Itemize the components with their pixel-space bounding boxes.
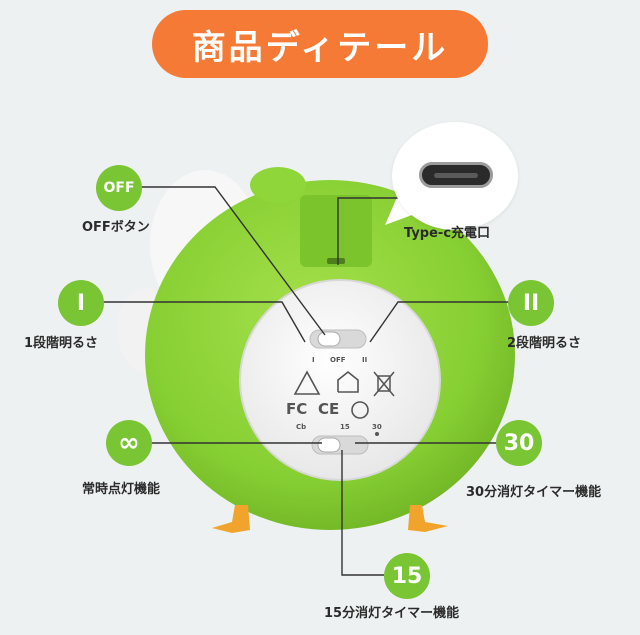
recycle-icon (351, 401, 369, 419)
off-badge-text: OFF (103, 180, 135, 196)
fc-mark: FC (286, 400, 308, 418)
constant-label: 常時点灯機能 (82, 482, 161, 497)
off-leader-line (142, 186, 326, 336)
weee-bin-icon (373, 371, 395, 397)
off-badge: OFF (96, 165, 142, 211)
title-banner: 商品ディテール (152, 10, 488, 78)
switch-bottom-left-label: Cb (296, 423, 307, 431)
back-plate (239, 279, 441, 481)
timer-switch-knob (317, 437, 341, 453)
warning-triangle-icon (293, 370, 321, 395)
level1-badge: I (58, 280, 104, 326)
bubble-pointer (385, 195, 412, 225)
level2-leader-line (369, 301, 510, 343)
usb-c-port-icon (419, 162, 493, 188)
reset-hole (375, 432, 379, 436)
switch-top-right-label: II (362, 356, 368, 364)
mode-switch-knob (317, 331, 341, 347)
type-c-label: Type-c充電口 (404, 226, 491, 241)
type-c-leader-line (337, 197, 408, 265)
switch-top-center-label: OFF (330, 356, 346, 364)
green-top-lobe (250, 167, 306, 203)
right-foot (408, 505, 448, 532)
port-slot (327, 258, 345, 264)
indoor-house-icon (337, 370, 359, 393)
timer15-label: 15分消灯タイマー機能 (324, 606, 460, 621)
timer30-label: 30分消灯タイマー機能 (466, 485, 602, 500)
timer15-leader-line (341, 450, 384, 576)
level2-badge: II (508, 280, 554, 326)
timer30-badge: 30 (496, 420, 542, 466)
timer15-badge: 15 (384, 553, 430, 599)
level1-leader-line (95, 301, 306, 343)
page-title: 商品ディテール (191, 27, 449, 68)
switch-bottom-center-label: 15 (340, 423, 350, 431)
timer15-badge-text: 15 (391, 563, 423, 589)
constant-badge: ∞ (106, 420, 152, 466)
timer30-badge-text: 30 (503, 430, 535, 456)
left-foot (212, 505, 250, 533)
level2-label: 2段階明るさ (507, 336, 582, 351)
off-button-label: OFFボタン (82, 220, 150, 235)
switch-top-left-label: I (312, 356, 315, 364)
level1-label: 1段階明るさ (24, 336, 99, 351)
level1-badge-text: I (76, 290, 86, 316)
level2-badge-text: II (522, 290, 540, 316)
ce-mark: CE (318, 400, 340, 418)
constant-badge-text: ∞ (118, 428, 140, 458)
port-recess (300, 195, 372, 267)
switch-bottom-right-label: 30 (372, 423, 382, 431)
